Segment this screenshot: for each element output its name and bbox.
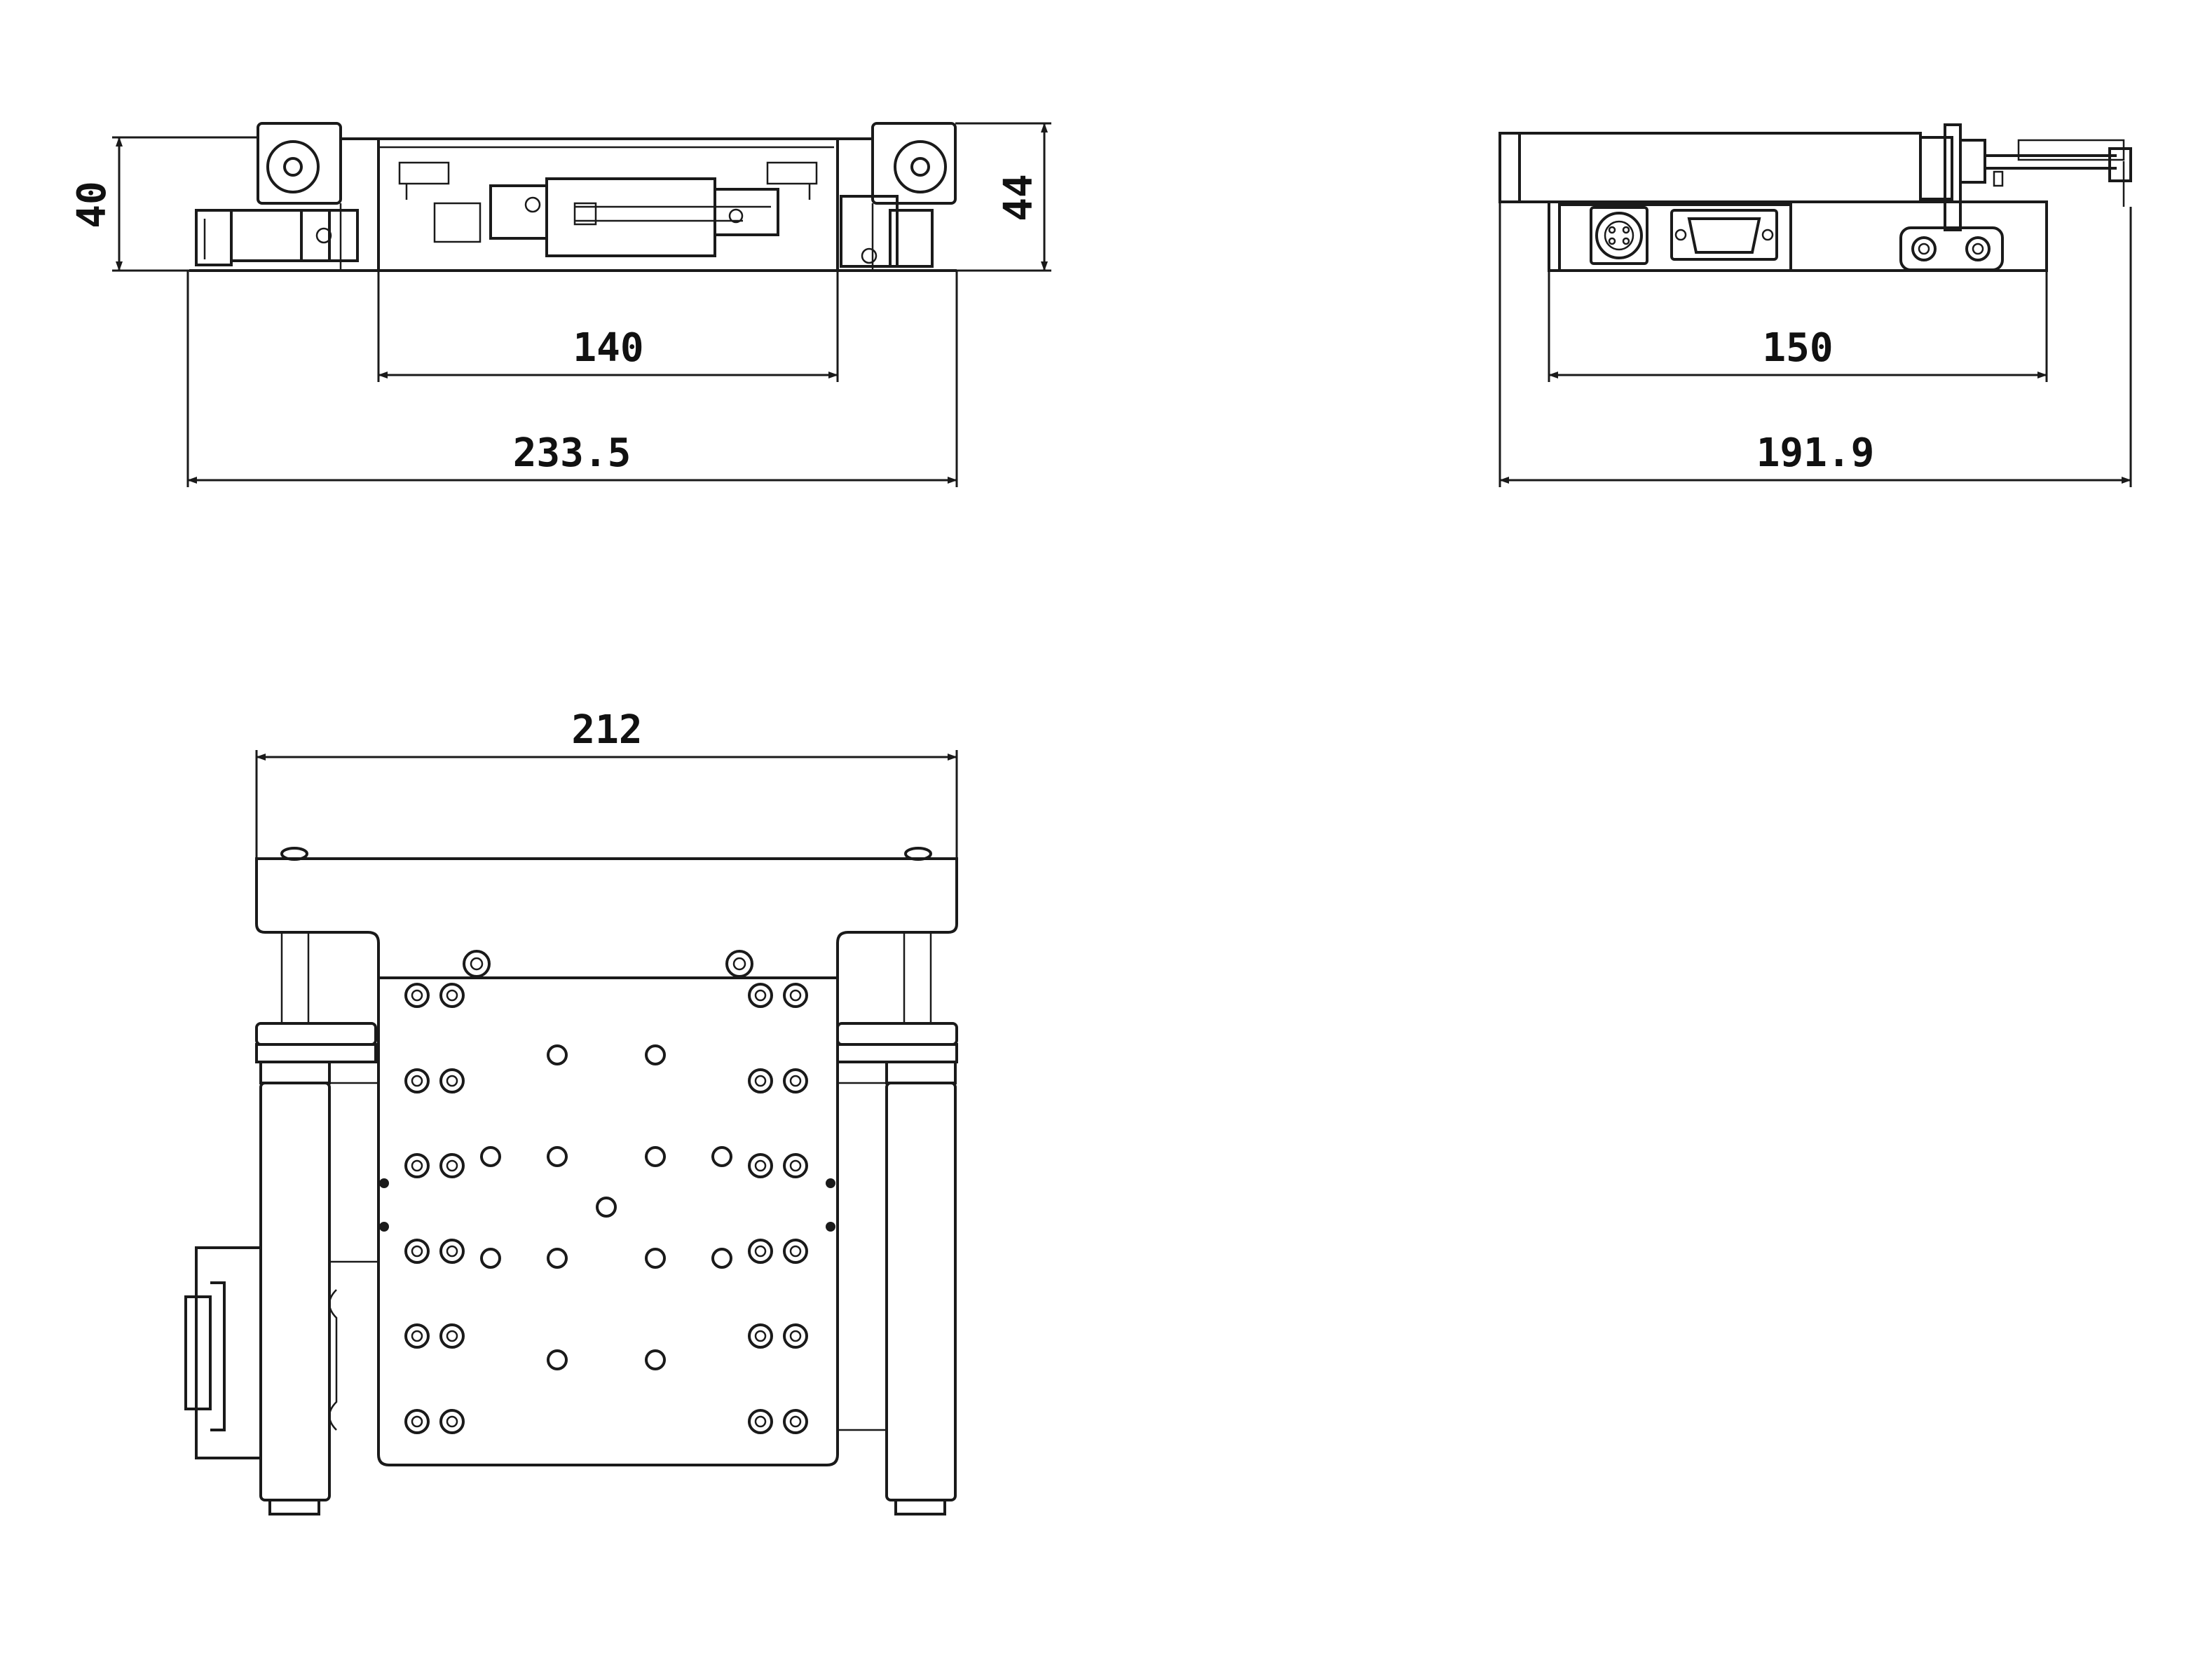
counterbore-hole-inner — [446, 1075, 458, 1087]
through-hole — [645, 1248, 666, 1269]
through-hole — [480, 1146, 501, 1167]
through-hole — [547, 1248, 568, 1269]
counterbore-hole-inner — [411, 1415, 423, 1428]
counterbore-hole-inner — [754, 1245, 767, 1258]
dim-text-150: 150 — [1762, 325, 1833, 371]
dim-text-212: 212 — [571, 707, 642, 753]
through-hole — [480, 1248, 501, 1269]
counterbore-hole — [748, 1409, 773, 1434]
counterbore-hole-inner — [446, 1415, 458, 1428]
counterbore-hole — [783, 1409, 808, 1434]
counterbore-hole — [404, 983, 430, 1008]
through-hole — [547, 1349, 568, 1370]
counterbore-hole — [439, 1239, 465, 1264]
counterbore-hole — [404, 1068, 430, 1094]
counterbore-hole-inner — [754, 1330, 767, 1342]
counterbore-hole — [404, 1153, 430, 1178]
counterbore-hole — [439, 1323, 465, 1349]
counterbore-hole-inner — [411, 1245, 423, 1258]
dimension-233-5: 233.5 — [186, 271, 958, 487]
counterbore-hole — [783, 983, 808, 1008]
through-hole — [645, 1349, 666, 1370]
counterbore-hole — [748, 1068, 773, 1094]
counterbore-hole — [439, 1409, 465, 1434]
dimension-40: 40 — [69, 136, 258, 272]
counterbore-hole — [783, 1068, 808, 1094]
top-view: 212 — [184, 707, 958, 1515]
counterbore-hole-inner — [789, 1159, 802, 1172]
counterbore-hole — [748, 1323, 773, 1349]
counterbore-hole — [404, 1409, 430, 1434]
counterbore-hole-inner — [411, 1159, 423, 1172]
dimension-191-9: 191.9 — [1498, 202, 2132, 487]
counterbore-hole — [783, 1153, 808, 1178]
counterbore-hole-inner — [789, 1330, 802, 1342]
side-view: 150 191.9 — [1498, 123, 2132, 487]
counterbore-hole-inner — [789, 1245, 802, 1258]
dim-text-40: 40 — [69, 181, 115, 228]
through-hole — [596, 1197, 617, 1218]
counterbore-hole — [439, 1153, 465, 1178]
counterbore-hole-inner — [446, 1245, 458, 1258]
counterbore-hole — [783, 1239, 808, 1264]
counterbore-hole-inner — [789, 1415, 802, 1428]
dim-text-233-5: 233.5 — [513, 430, 631, 476]
dimension-44: 44 — [955, 122, 1051, 272]
counterbore-hole — [404, 1323, 430, 1349]
front-view-body — [189, 122, 957, 272]
counterbore-hole-inner — [754, 1159, 767, 1172]
counterbore-hole — [783, 1323, 808, 1349]
counterbore-hole-inner — [754, 989, 767, 1002]
dimension-140: 140 — [377, 271, 839, 382]
through-hole — [711, 1146, 732, 1167]
through-hole — [711, 1248, 732, 1269]
dimension-150: 150 — [1548, 271, 2048, 382]
side-view-body — [1498, 123, 2132, 272]
counterbore-hole — [439, 1068, 465, 1094]
plate-holes — [404, 983, 808, 1434]
through-hole — [547, 1044, 568, 1065]
counterbore-hole — [439, 983, 465, 1008]
counterbore-hole — [748, 1239, 773, 1264]
counterbore-hole-inner — [446, 989, 458, 1002]
counterbore-hole-inner — [754, 1075, 767, 1087]
through-hole — [645, 1044, 666, 1065]
dim-text-140: 140 — [573, 325, 643, 371]
counterbore-hole — [748, 983, 773, 1008]
through-hole — [547, 1146, 568, 1167]
counterbore-hole-inner — [411, 1330, 423, 1342]
counterbore-hole — [404, 1239, 430, 1264]
dimension-212: 212 — [255, 707, 958, 859]
counterbore-hole — [748, 1153, 773, 1178]
counterbore-hole-inner — [446, 1159, 458, 1172]
top-view-body — [184, 847, 958, 1515]
counterbore-hole-inner — [789, 989, 802, 1002]
counterbore-hole-inner — [789, 1075, 802, 1087]
counterbore-hole-inner — [446, 1330, 458, 1342]
counterbore-hole-inner — [411, 1075, 423, 1087]
dim-text-191-9: 191.9 — [1756, 430, 1875, 476]
front-view: 40 44 140 233.5 — [69, 122, 1051, 487]
through-hole — [645, 1146, 666, 1167]
counterbore-hole-inner — [411, 989, 423, 1002]
dim-text-44: 44 — [996, 174, 1042, 221]
counterbore-hole-inner — [754, 1415, 767, 1428]
